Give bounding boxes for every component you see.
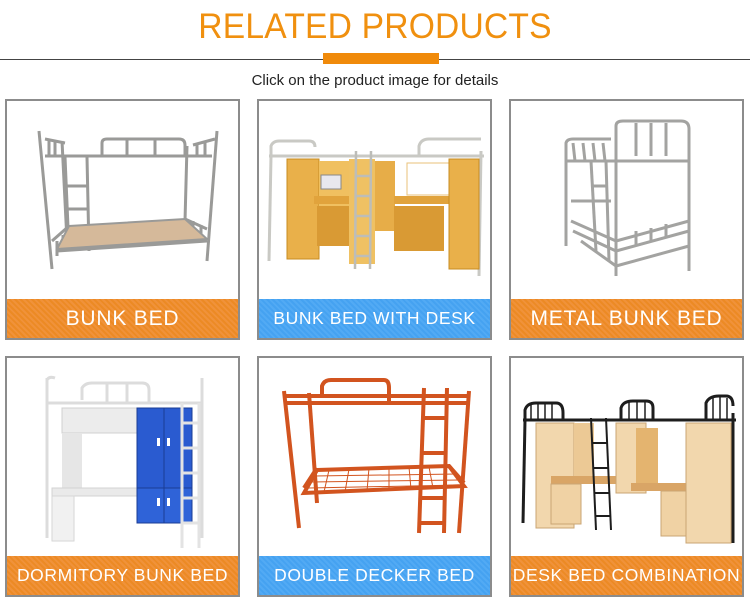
product-label-metal-bunk-bed[interactable]: METAL BUNK BED: [511, 299, 742, 338]
product-label-dormitory-bunk-bed[interactable]: DORMITORY BUNK BED: [7, 556, 238, 595]
product-image-desk-bed-combination[interactable]: [511, 358, 742, 558]
product-image-metal-bunk-bed[interactable]: [511, 101, 742, 301]
product-card-dormitory-bunk-bed[interactable]: DORMITORY BUNK BED: [5, 356, 240, 597]
product-label-desk-bed-combination[interactable]: DESK BED COMBINATION: [511, 556, 742, 595]
product-card-double-decker-bed[interactable]: DOUBLE DECKER BED: [257, 356, 492, 597]
product-image-dormitory-bunk-bed[interactable]: [7, 358, 238, 558]
page-subtitle: Click on the product image for details: [251, 72, 499, 89]
metal-bunk-bed-icon: [564, 119, 691, 276]
bunk-bed-icon: [37, 130, 219, 270]
product-image-bunk-bed[interactable]: [7, 101, 238, 301]
product-card-bunk-bed[interactable]: BUNK BED: [5, 99, 240, 340]
product-label-bunk-bed-with-desk[interactable]: BUNK BED WITH DESK: [259, 299, 490, 338]
product-image-bunk-bed-with-desk[interactable]: [259, 101, 490, 301]
header-divider-accent: [323, 53, 439, 64]
dormitory-loft-bed-icon: [45, 375, 204, 548]
product-card-bunk-bed-with-desk[interactable]: BUNK BED WITH DESK: [257, 99, 492, 340]
product-card-metal-bunk-bed[interactable]: METAL BUNK BED: [509, 99, 744, 340]
product-image-double-decker-bed[interactable]: [259, 358, 490, 558]
desk-bed-combination-icon: [521, 394, 736, 544]
product-label-bunk-bed[interactable]: BUNK BED: [7, 299, 238, 338]
double-decker-bed-icon: [282, 378, 471, 534]
loft-bed-desk-icon: [267, 137, 484, 277]
page-title: RELATED PRODUCTS: [198, 7, 552, 46]
product-card-desk-bed-combination[interactable]: DESK BED COMBINATION: [509, 356, 744, 597]
product-label-double-decker-bed[interactable]: DOUBLE DECKER BED: [259, 556, 490, 595]
